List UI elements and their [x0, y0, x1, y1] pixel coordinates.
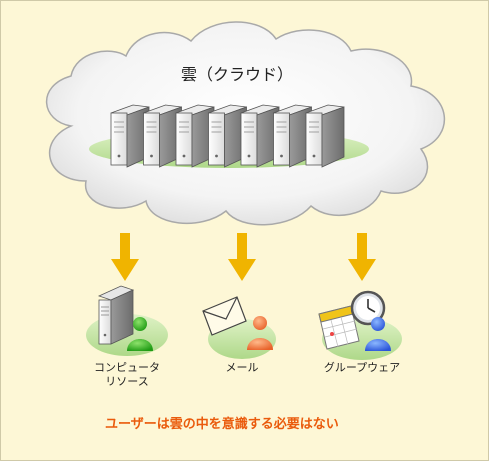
server-tower-icon: [305, 104, 345, 168]
arrow-to-mail: [228, 233, 256, 281]
service-label-line1: コンピュータ: [94, 361, 160, 374]
server-icon: [97, 285, 135, 345]
calendar-icon: [318, 305, 360, 350]
user-person-icon-green: [127, 317, 153, 351]
user-person-icon-orange: [247, 316, 273, 350]
arrow-to-computer-resources: [111, 233, 139, 281]
service-label-computer-resources: コンピュータ リソース: [77, 361, 177, 389]
service-label-groupware: グループウェア: [323, 361, 401, 374]
envelope-icon: [202, 296, 247, 336]
server-rack-group: [110, 104, 345, 168]
arrow-to-groupware: [348, 233, 376, 281]
cloud-title: 雲（クラウド）: [181, 65, 294, 84]
service-label-mail: メール: [225, 361, 259, 374]
clock-icon: [350, 290, 386, 326]
footer-message: ユーザーは雲の中を意識する必要はない: [105, 417, 339, 432]
service-label-line2: リソース: [105, 375, 149, 388]
user-person-icon-blue: [365, 317, 391, 351]
